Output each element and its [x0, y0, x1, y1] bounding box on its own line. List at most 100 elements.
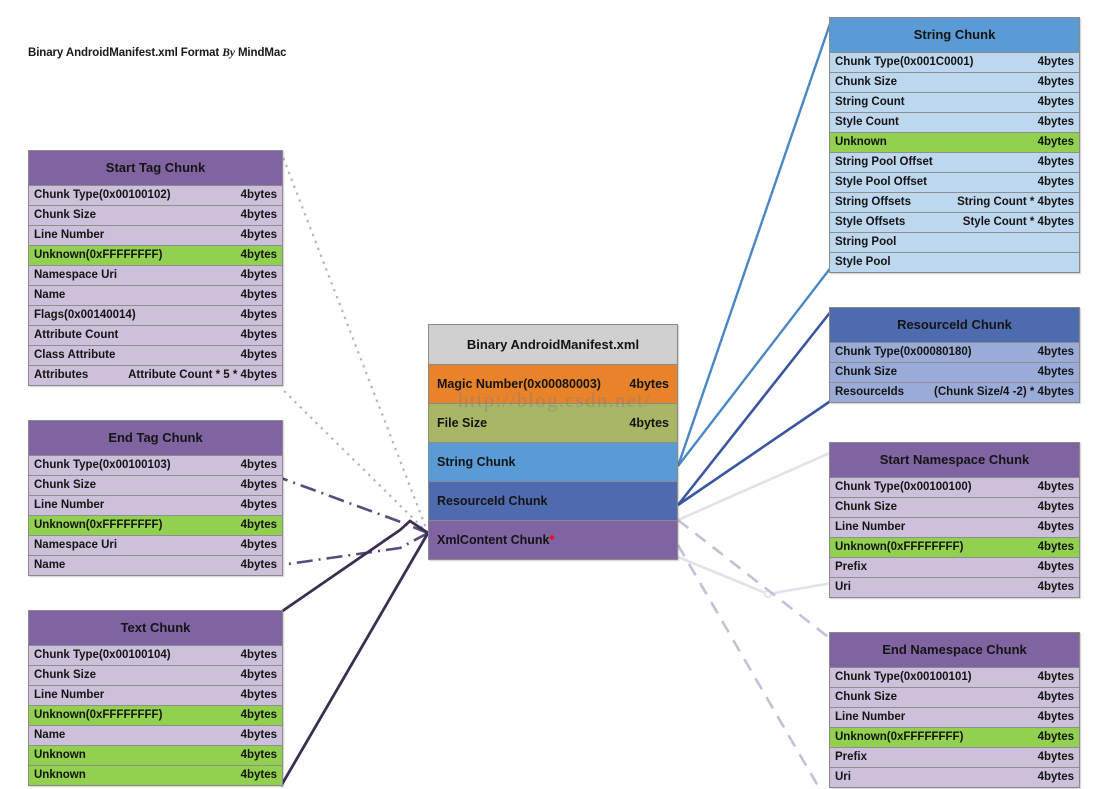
- chunk-field-row: String Count 4bytes: [830, 93, 1079, 113]
- chunk-field-label: Attributes: [34, 369, 89, 381]
- connector-start-namespace: [677, 450, 833, 598]
- chunk-field-size: 4bytes: [1037, 561, 1074, 573]
- chunk-field-row: Chunk Type(0x00080180)4bytes: [830, 343, 1079, 363]
- chunk-title: End Namespace Chunk: [830, 633, 1079, 668]
- chunk-field-label: Unknown(0xFFFFFFFF): [34, 519, 163, 531]
- chunk-field-size: 4bytes: [1037, 96, 1074, 108]
- chunk-field-label: Chunk Size: [835, 76, 897, 88]
- chunk-field-label: Chunk Size: [34, 669, 96, 681]
- page-title-author: MindMac: [234, 47, 287, 59]
- chunk-title: ResourceId Chunk: [830, 308, 1079, 343]
- chunk-field-row: Chunk Type(0x00100104)4bytes: [29, 646, 282, 666]
- chunk-field-size: 4bytes: [240, 649, 277, 661]
- chunk-field-size: 4bytes: [1037, 731, 1074, 743]
- chunk-field-label: Chunk Type(0x001C0001): [835, 56, 974, 68]
- page-title-by: By: [222, 47, 235, 59]
- chunk-field-label: Namespace Uri: [34, 539, 118, 551]
- connector-string-chunk: [676, 17, 834, 467]
- chunk-field-label: Unknown(0xFFFFFFFF): [835, 731, 964, 743]
- chunk-field-size: 4bytes: [240, 769, 277, 781]
- chunk-field-size: Attribute Count * 5 * 4bytes: [128, 369, 277, 381]
- chunk-field-row: Flags(0x00140014) 4bytes: [29, 306, 282, 326]
- chunk-field-size: 4bytes: [240, 269, 277, 281]
- chunk-field-size: 4bytes: [1037, 56, 1074, 68]
- chunk-field-label: Attribute Count: [34, 329, 119, 341]
- chunk-field-size: 4bytes: [1037, 521, 1074, 533]
- chunk-field-row: Chunk Type(0x00100101) 4bytes: [830, 668, 1079, 688]
- chunk-field-label: Uri: [835, 771, 851, 783]
- chunk-field-row: Unknown(0xFFFFFFFF) 4bytes: [29, 516, 282, 536]
- chunk-field-size: 4bytes: [1037, 751, 1074, 763]
- chunk-field-size: 4bytes: [240, 519, 277, 531]
- chunk-field-size: 4bytes: [1037, 541, 1074, 553]
- chunk-field-size: 4bytes: [240, 459, 277, 471]
- chunk-field-label: Line Number: [835, 521, 906, 533]
- chunk-field-row: String Pool: [830, 233, 1079, 253]
- chunk-title: Start Tag Chunk: [29, 151, 282, 186]
- chunk-field-label: String Count: [835, 96, 905, 108]
- manifest-section-row: XmlContent Chunk*: [429, 521, 677, 559]
- chunk-field-size: 4bytes: [240, 749, 277, 761]
- binary-manifest-title: Binary AndroidManifest.xml: [429, 325, 677, 365]
- binary-manifest-stack: Binary AndroidManifest.xml Magic Number(…: [428, 324, 678, 560]
- chunk-field-row: Prefix 4bytes: [830, 558, 1079, 578]
- chunk-field-label: Namespace Uri: [34, 269, 118, 281]
- page-title: Binary AndroidManifest.xml Format By Min…: [28, 47, 287, 59]
- chunk-field-label: Chunk Size: [835, 366, 897, 378]
- chunk-field-label: Style Pool Offset: [835, 176, 928, 188]
- chunk-field-label: String Pool: [835, 236, 897, 248]
- chunk-field-row: String Pool Offset 4bytes: [830, 153, 1079, 173]
- chunk-field-label: Line Number: [835, 711, 906, 723]
- connector-start-tag-chunk: [279, 151, 430, 534]
- chunk-field-label: Chunk Size: [34, 479, 96, 491]
- chunk-field-size: 4bytes: [240, 559, 277, 571]
- chunk-field-label: Line Number: [34, 499, 105, 511]
- manifest-section-label: ResourceId Chunk: [437, 494, 548, 508]
- chunk-field-size: 4bytes: [240, 479, 277, 491]
- chunk-field-row: Namespace Uri 4bytes: [29, 266, 282, 286]
- chunk-field-label: Prefix: [835, 561, 867, 573]
- chunk-field-label: Style Pool: [835, 256, 891, 268]
- chunk-field-row: Unknown(0xFFFFFFFF)4bytes: [29, 706, 282, 726]
- chunk-field-label: Chunk Type(0x00100102): [34, 189, 171, 201]
- chunk-field-label: String Pool Offset: [835, 156, 933, 168]
- manifest-section-row: ResourceId Chunk: [429, 482, 677, 521]
- chunk-field-label: Style Offsets: [835, 216, 906, 228]
- chunk-field-label: Line Number: [34, 229, 105, 241]
- chunk-field-label: Class Attribute: [34, 349, 116, 361]
- manifest-section-label: String Chunk: [437, 455, 516, 469]
- chunk-field-size: 4bytes: [1037, 116, 1074, 128]
- chunk-field-label: ResourceIds: [835, 386, 905, 398]
- chunk-field-row: Chunk Type(0x00100100)4bytes: [830, 478, 1079, 498]
- chunk-field-size: 4bytes: [240, 209, 277, 221]
- chunk-field-label: Flags(0x00140014): [34, 309, 136, 321]
- chunk-title: End Tag Chunk: [29, 421, 282, 456]
- page-title-prefix: Binary AndroidManifest.xml Format: [28, 47, 223, 59]
- chunk-field-size: 4bytes: [1037, 156, 1074, 168]
- chunk-field-size: 4bytes: [240, 309, 277, 321]
- manifest-section-size: 4bytes: [629, 416, 669, 430]
- chunk-field-size: 4bytes: [240, 729, 277, 741]
- chunk-field-size: String Count * 4bytes: [957, 196, 1074, 208]
- chunk-field-size: 4bytes: [1037, 671, 1074, 683]
- chunk-field-label: Chunk Type(0x00100101): [835, 671, 972, 683]
- chunk-field-label: Chunk Size: [835, 501, 897, 513]
- chunk-field-size: 4bytes: [240, 669, 277, 681]
- chunk-field-size: 4bytes: [240, 189, 277, 201]
- connector-resourceid-chunk: [676, 309, 834, 507]
